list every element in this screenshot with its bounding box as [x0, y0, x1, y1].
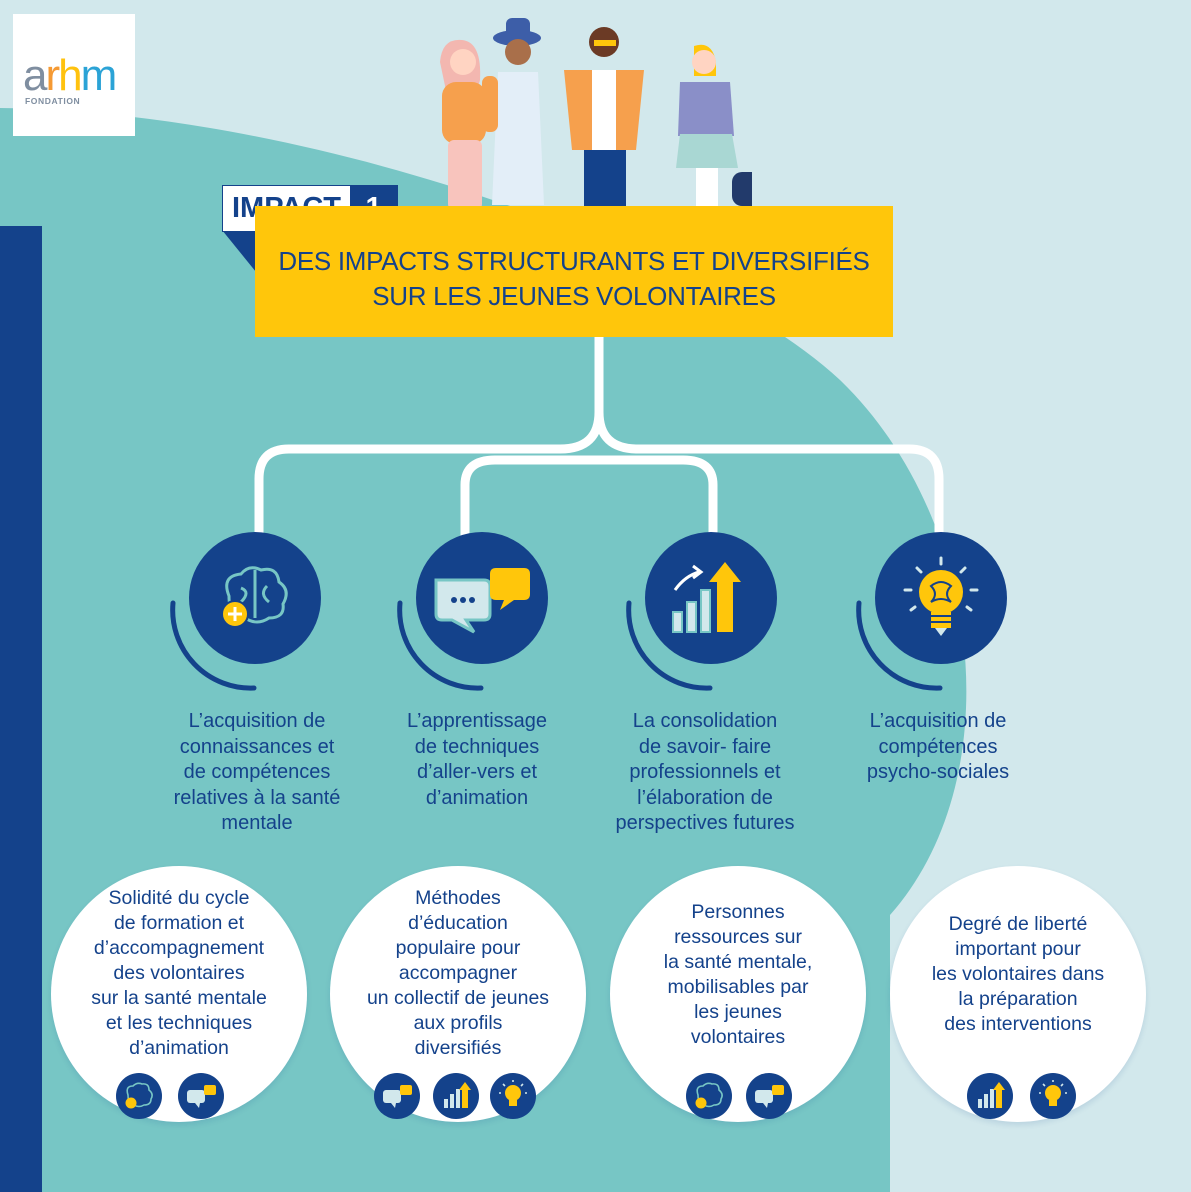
lever-text-4: Degré de liberté important pour les volo… — [931, 913, 1105, 1035]
outcome-badge-2 — [397, 532, 548, 691]
headline-line-1: DES IMPACTS STRUCTURANTS ET DIVERSIFIÉS — [278, 245, 870, 276]
outcome-badge-3 — [626, 532, 777, 691]
growth-chart-icon — [967, 1073, 1013, 1119]
headline-fold — [222, 230, 256, 272]
arhm-logo: arhm FONDATION — [13, 14, 135, 136]
lightbulb-icon — [490, 1073, 536, 1119]
lightbulb-icon — [903, 556, 979, 636]
headline-line-2: SUR LES JEUNES VOLONTAIRES — [372, 280, 776, 311]
navy-band-corner — [0, 226, 42, 268]
speech-bubbles-icon — [746, 1073, 792, 1119]
outcome-label-4: L’acquisition de compétences psycho-soci… — [866, 710, 1010, 783]
person-pink-hair — [440, 39, 486, 210]
brain-plus-icon — [116, 1073, 162, 1119]
logo-subtitle: FONDATION — [25, 96, 81, 106]
lever-text-1: Solidité du cycle de formation et d’acco… — [91, 887, 267, 1059]
navy-side-band — [0, 226, 42, 1192]
outcome-label-2: L’apprentissage de techniques d’aller-ve… — [406, 710, 548, 809]
outcome-badge-4 — [856, 532, 1007, 691]
lever-circle-3: Personnes ressources sur la santé mental… — [610, 866, 866, 1122]
connector-lines — [254, 332, 944, 545]
speech-bubbles-icon — [374, 1073, 420, 1119]
speech-bubbles-icon — [178, 1073, 224, 1119]
outcome-label-3: La consolidation de savoir- faire profes… — [615, 710, 795, 834]
person-blonde — [676, 44, 752, 208]
person-hat — [482, 18, 544, 205]
outcome-badge-1 — [170, 532, 321, 691]
growth-chart-icon — [433, 1073, 479, 1119]
brain-plus-icon — [686, 1073, 732, 1119]
lever-text-3: Personnes ressources sur la santé mental… — [663, 901, 813, 1048]
lever-circle-1: Solidité du cycle de formation et d’acco… — [51, 866, 307, 1122]
young-volunteers-illustration — [440, 18, 752, 210]
headline-banner: DES IMPACTS STRUCTURANTS ET DIVERSIFIÉS … — [255, 206, 893, 337]
outcome-label-1: L’acquisition de connaissances et de com… — [173, 710, 341, 834]
lever-text-2: Méthodes d’éducation populaire pour acco… — [366, 887, 550, 1059]
brain-plus-icon — [221, 566, 288, 628]
person-glasses — [564, 27, 644, 208]
lever-circle-4: Degré de liberté important pour les volo… — [890, 866, 1146, 1122]
lightbulb-icon — [1030, 1073, 1076, 1119]
speech-bubbles-icon — [434, 568, 530, 634]
logo-wordmark: arhm — [23, 51, 117, 100]
growth-chart-icon — [672, 562, 741, 633]
